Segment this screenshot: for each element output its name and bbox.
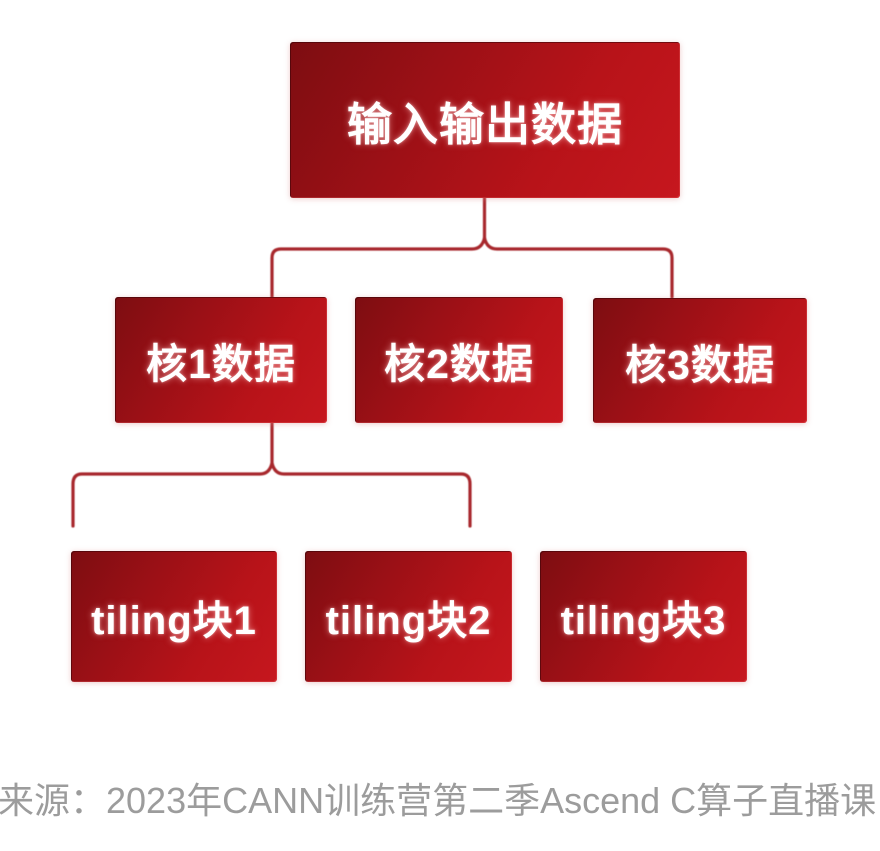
node-tiling-block3: tiling块3 (540, 551, 747, 682)
connector-root-to-cores (270, 196, 674, 299)
node-core3-data: 核3数据 (593, 298, 807, 423)
node-core2-data: 核2数据 (355, 297, 563, 423)
connector-core1-to-tiles (71, 421, 472, 528)
node-tiling-block2: tiling块2 (305, 551, 512, 682)
node-tiling-block1: tiling块1 (71, 551, 277, 682)
source-caption: 来源：2023年CANN训练营第二季Ascend C算子直播课 (0, 780, 877, 821)
node-input-output-data: 输入输出数据 (290, 42, 680, 198)
node-core1-data: 核1数据 (115, 297, 327, 423)
